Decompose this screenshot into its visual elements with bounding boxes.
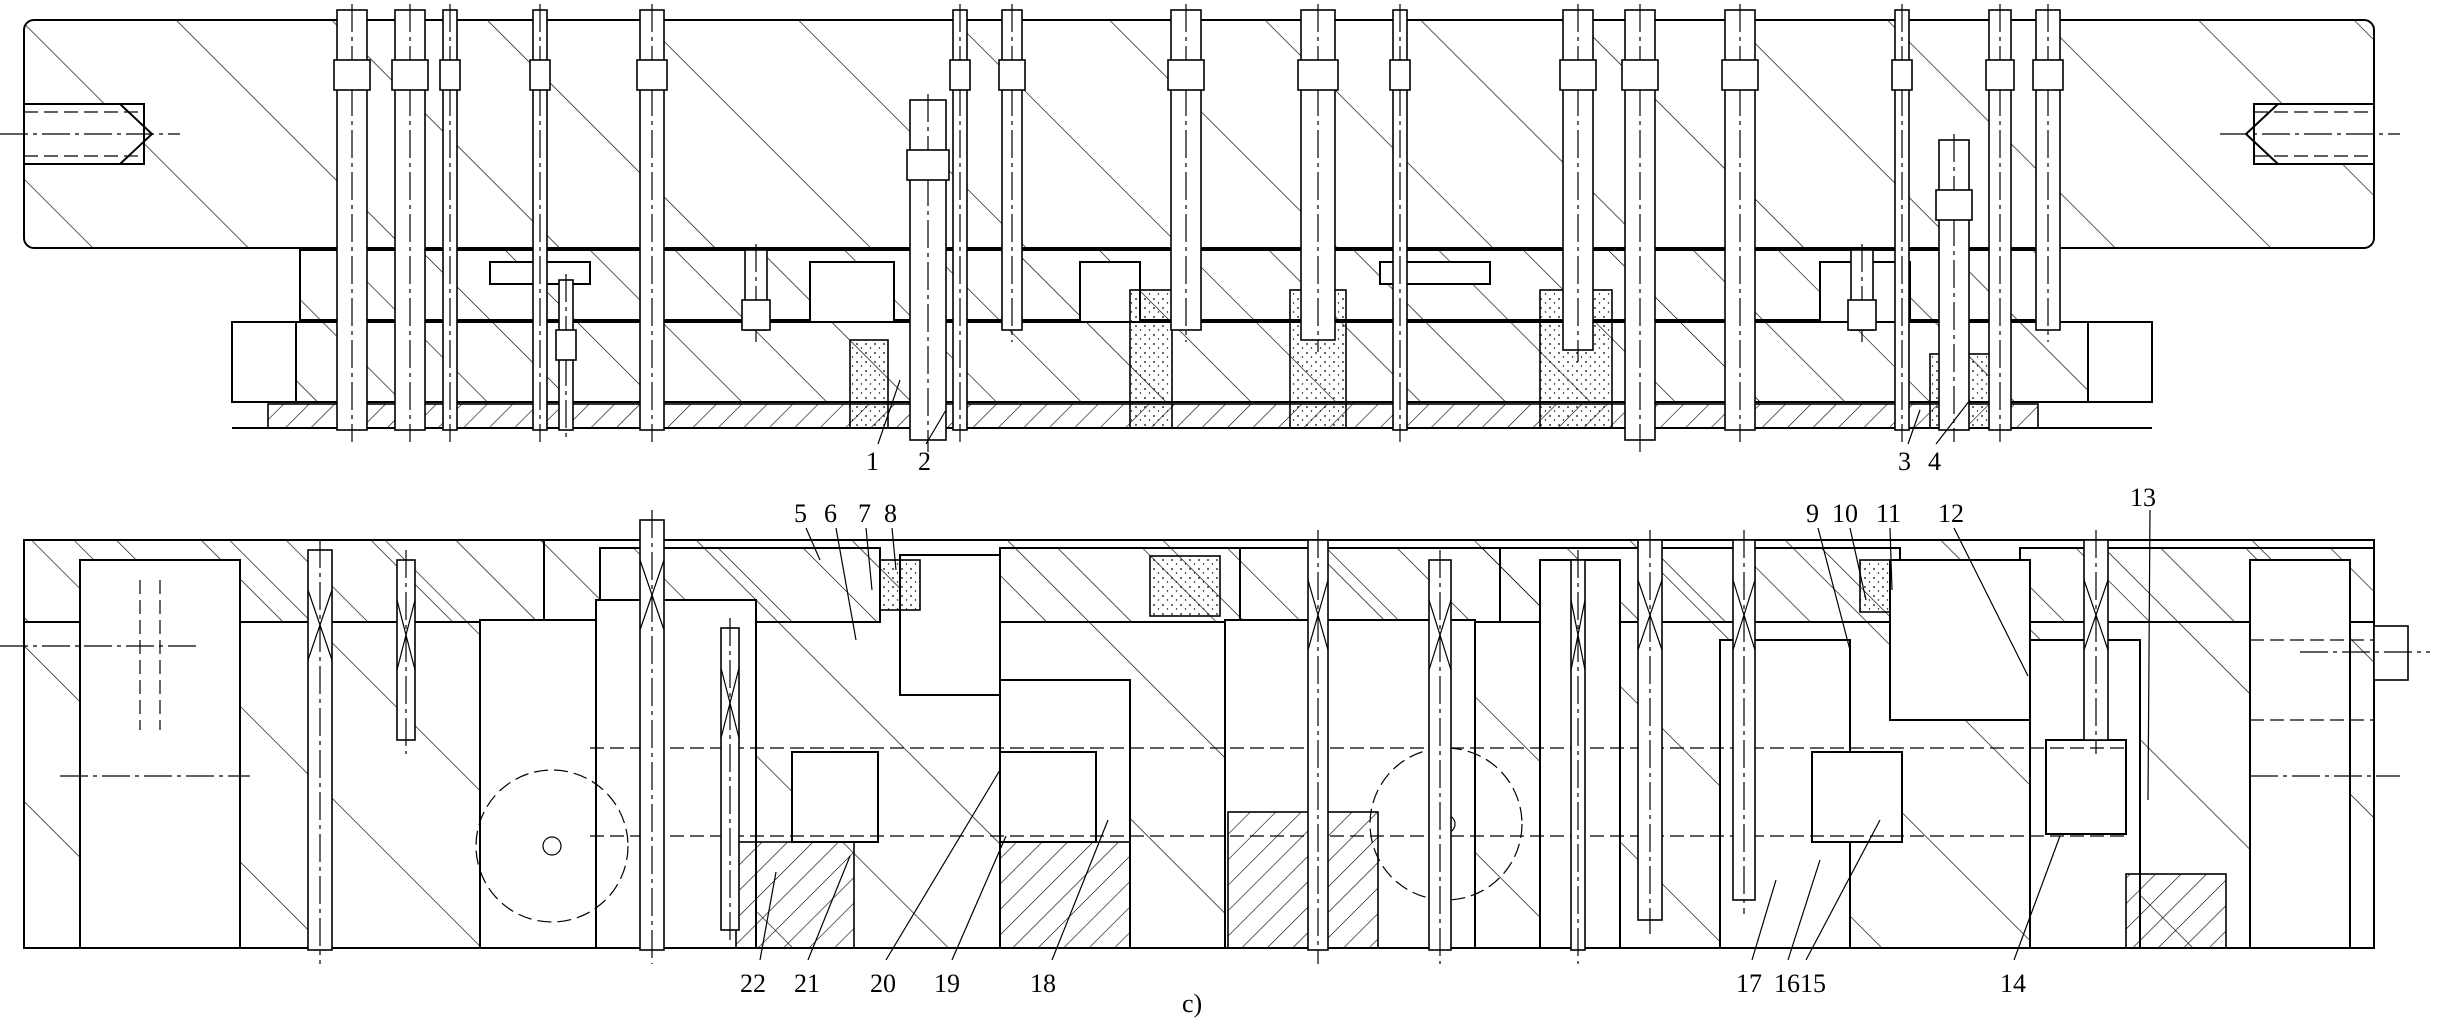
label-1: 1 [866, 447, 879, 476]
rubber-block [1129, 289, 1173, 429]
label-17: 17 [1736, 969, 1762, 998]
upper-pin [333, 4, 371, 442]
lower-pin [1428, 550, 1452, 964]
rubber-block [849, 339, 889, 429]
left-lifting-hole [0, 103, 180, 165]
lower-pin [1570, 550, 1586, 964]
upper-pin [2032, 4, 2064, 342]
label-8: 8 [884, 499, 897, 528]
lower-pin [307, 540, 333, 964]
upper-pin [1985, 4, 2015, 442]
die-plate-4 [1239, 547, 1501, 623]
label-5: 5 [794, 499, 807, 528]
label-12: 12 [1938, 499, 1964, 528]
upper-pin [1847, 244, 1877, 342]
lower-pin [1637, 530, 1663, 934]
upper-pin [906, 94, 950, 452]
upper-pin [1167, 4, 1205, 342]
label-2: 2 [918, 447, 931, 476]
upper-pin [1891, 4, 1913, 442]
upper-pin [741, 244, 771, 342]
cavity [2249, 559, 2351, 949]
upper-pin [529, 4, 551, 442]
cavity [1889, 559, 2031, 721]
label-3: 3 [1898, 447, 1911, 476]
label-18: 18 [1030, 969, 1056, 998]
upper-pin [636, 4, 668, 442]
upper-pin [1297, 4, 1339, 352]
label-19: 19 [934, 969, 960, 998]
upper-pin [391, 4, 429, 442]
lower-pin [2083, 530, 2109, 754]
lower-die [0, 539, 2430, 949]
label-15: 15 [1800, 969, 1826, 998]
right-lifting-hole [2220, 103, 2400, 165]
lower-pin [396, 550, 416, 754]
upper-pin [949, 4, 971, 442]
upper-pin [998, 4, 1026, 342]
label-6: 6 [824, 499, 837, 528]
rubber-block [1859, 559, 1891, 613]
lower-pin [720, 618, 740, 944]
label-13: 13 [2130, 483, 2156, 512]
label-7: 7 [858, 499, 871, 528]
label-14: 14 [2000, 969, 2026, 998]
rubber-block [1289, 289, 1347, 429]
upper-pin [1389, 4, 1411, 442]
roller-14 [2045, 739, 2127, 835]
figure-caption: c) [1182, 989, 1202, 1018]
label-16: 16 [1774, 969, 1800, 998]
rubber-block [879, 559, 921, 611]
upper-pin [1721, 4, 1759, 442]
stripper-plate [231, 321, 2153, 403]
upper-pin [1559, 4, 1597, 362]
upper-pin [1935, 134, 1973, 442]
label-9: 9 [1806, 499, 1819, 528]
upper-pin [1621, 4, 1659, 452]
roller-15 [1811, 751, 1903, 843]
roller-19 [999, 751, 1097, 843]
lower-pins [307, 510, 2109, 964]
label-4: 4 [1928, 447, 1941, 476]
side-stop [2373, 625, 2409, 681]
lower-pin [639, 510, 665, 964]
label-20: 20 [870, 969, 896, 998]
label-11: 11 [1876, 499, 1901, 528]
upper-pin [555, 274, 577, 442]
part-labels: 1 2 3 4 5 6 7 8 9 10 11 12 13 22 21 20 1… [740, 447, 2156, 1018]
rubber-block [1149, 555, 1221, 617]
label-21: 21 [794, 969, 820, 998]
lower-pin [1307, 530, 1329, 964]
cavity [79, 559, 241, 949]
lower-pin [1732, 530, 1756, 914]
leader-lines [759, 379, 2151, 961]
cavity [479, 619, 601, 949]
upper-pin [439, 4, 461, 442]
upper-pins [333, 4, 2064, 452]
label-22: 22 [740, 969, 766, 998]
label-10: 10 [1832, 499, 1858, 528]
roller-21 [791, 751, 879, 843]
